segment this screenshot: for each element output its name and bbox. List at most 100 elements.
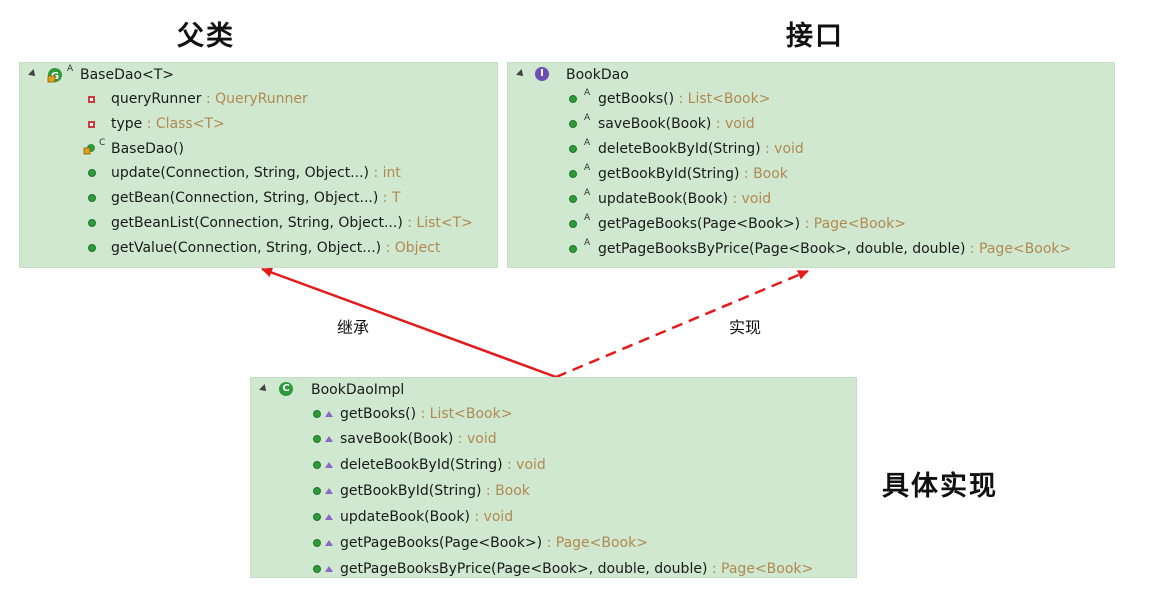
private-field-icon <box>88 96 95 103</box>
method-name: getBean(Connection, String, Object...) <box>111 190 379 206</box>
book-dao-panel: I BookDao A getBooks() : List<Book> A sa… <box>507 62 1115 268</box>
field-type: : QueryRunner <box>201 91 308 107</box>
method-row[interactable]: getBooks() : List<Book> <box>598 87 770 111</box>
constructor-icon <box>83 144 95 155</box>
book-dao-impl-class-name[interactable]: BookDaoImpl <box>311 382 405 398</box>
public-method-icon <box>313 565 321 573</box>
public-method-icon <box>313 435 321 443</box>
method-row[interactable]: getValue(Connection, String, Object...) … <box>111 236 440 260</box>
public-method-icon <box>569 120 577 128</box>
public-method-icon <box>569 220 577 228</box>
public-method-icon <box>313 487 321 495</box>
collapse-triangle-icon[interactable] <box>28 69 38 79</box>
public-method-icon <box>88 169 96 177</box>
interface-heading: 接口 <box>786 21 844 52</box>
public-method-icon <box>88 194 96 202</box>
method-name: getBeanList(Connection, String, Object..… <box>111 215 403 231</box>
method-return: : Page<Book> <box>707 561 814 577</box>
override-icon <box>325 411 333 417</box>
method-row[interactable]: getBookById(String) : Book <box>598 162 788 186</box>
public-method-icon <box>88 219 96 227</box>
constructor-row[interactable]: BaseDao() <box>111 141 184 157</box>
implementation-arrow <box>555 269 809 379</box>
method-return: : void <box>760 141 804 157</box>
method-name: saveBook(Book) <box>340 431 454 447</box>
method-row[interactable]: getBean(Connection, String, Object...) :… <box>111 186 401 210</box>
book-dao-class-name[interactable]: BookDao <box>566 67 629 83</box>
field-name: type <box>111 116 143 132</box>
method-return: : Book <box>739 166 788 182</box>
method-name: updateBook(Book) <box>340 509 470 525</box>
method-row[interactable]: getBeanList(Connection, String, Object..… <box>111 211 473 235</box>
parent-class-heading: 父类 <box>177 21 235 52</box>
field-row[interactable]: queryRunner : QueryRunner <box>111 87 308 111</box>
method-name: getPageBooksByPrice(Page<Book>, double, … <box>340 561 708 577</box>
public-method-icon <box>569 245 577 253</box>
method-name: saveBook(Book) <box>598 116 712 132</box>
method-return: : void <box>502 457 546 473</box>
method-return: : Page<Book> <box>965 241 1072 257</box>
method-row[interactable]: getPageBooks(Page<Book>) : Page<Book> <box>598 212 906 236</box>
public-method-icon <box>569 170 577 178</box>
method-name: getBooks() <box>340 406 417 422</box>
method-name: getValue(Connection, String, Object...) <box>111 240 382 256</box>
base-dao-class-name[interactable]: BaseDao<T> <box>80 67 175 83</box>
method-name: getBookById(String) <box>598 166 740 182</box>
method-name: deleteBookById(String) <box>598 141 761 157</box>
method-row[interactable]: updateBook(Book) : void <box>340 505 513 529</box>
public-method-icon <box>313 410 321 418</box>
method-name: update(Connection, String, Object...) <box>111 165 369 181</box>
method-return: : void <box>453 431 497 447</box>
override-icon <box>325 488 333 494</box>
inherit-label: 继承 <box>337 318 370 337</box>
collapse-triangle-icon[interactable] <box>516 69 526 79</box>
override-icon <box>325 514 333 520</box>
abstract-modifier: A <box>584 138 591 148</box>
public-method-icon <box>88 244 96 252</box>
field-row[interactable]: type : Class<T> <box>111 112 225 136</box>
abstract-modifier: A <box>584 188 591 198</box>
method-return: : List<T> <box>402 215 473 231</box>
override-icon <box>325 462 333 468</box>
abstract-modifier: A <box>584 88 591 98</box>
base-dao-panel: G A BaseDao<T> queryRunner : QueryRunner… <box>19 62 498 268</box>
method-row[interactable]: update(Connection, String, Object...) : … <box>111 161 401 185</box>
collapse-triangle-icon[interactable] <box>259 384 269 394</box>
public-method-icon <box>569 195 577 203</box>
method-row[interactable]: deleteBookById(String) : void <box>340 453 546 477</box>
implement-label: 实现 <box>729 318 762 337</box>
method-row[interactable]: getBookById(String) : Book <box>340 479 530 503</box>
method-return: : Book <box>481 483 530 499</box>
inheritance-arrow <box>261 267 557 379</box>
interface-icon: I <box>535 67 549 81</box>
method-return: : Page<Book> <box>800 216 906 232</box>
field-name: queryRunner <box>111 91 202 107</box>
method-return: : void <box>711 116 755 132</box>
method-row[interactable]: getBooks() : List<Book> <box>340 402 512 426</box>
method-row[interactable]: getPageBooksByPrice(Page<Book>, double, … <box>340 557 813 581</box>
method-row[interactable]: saveBook(Book) : void <box>598 112 755 136</box>
public-method-icon <box>313 461 321 469</box>
method-name: getBooks() <box>598 91 675 107</box>
method-row[interactable]: updateBook(Book) : void <box>598 187 771 211</box>
method-row[interactable]: getPageBooksByPrice(Page<Book>, double, … <box>598 237 1071 261</box>
method-return: : T <box>378 190 401 206</box>
private-field-icon <box>88 121 95 128</box>
method-row[interactable]: saveBook(Book) : void <box>340 427 497 451</box>
method-return: : void <box>469 509 514 525</box>
method-name: getPageBooks(Page<Book>) <box>340 535 543 551</box>
method-return: : Page<Book> <box>542 535 648 551</box>
method-return: : int <box>369 165 401 181</box>
public-method-icon <box>313 513 321 521</box>
method-name: getBookById(String) <box>340 483 482 499</box>
method-row[interactable]: getPageBooks(Page<Book>) : Page<Book> <box>340 531 648 555</box>
public-method-icon <box>569 145 577 153</box>
implementation-heading: 具体实现 <box>882 471 998 502</box>
method-return: : Object <box>381 240 441 256</box>
abstract-modifier: A <box>584 213 591 223</box>
method-return: : List<Book> <box>674 91 771 107</box>
override-icon <box>325 566 333 572</box>
method-name: deleteBookById(String) <box>340 457 503 473</box>
method-row[interactable]: deleteBookById(String) : void <box>598 137 804 161</box>
override-icon <box>325 540 333 546</box>
